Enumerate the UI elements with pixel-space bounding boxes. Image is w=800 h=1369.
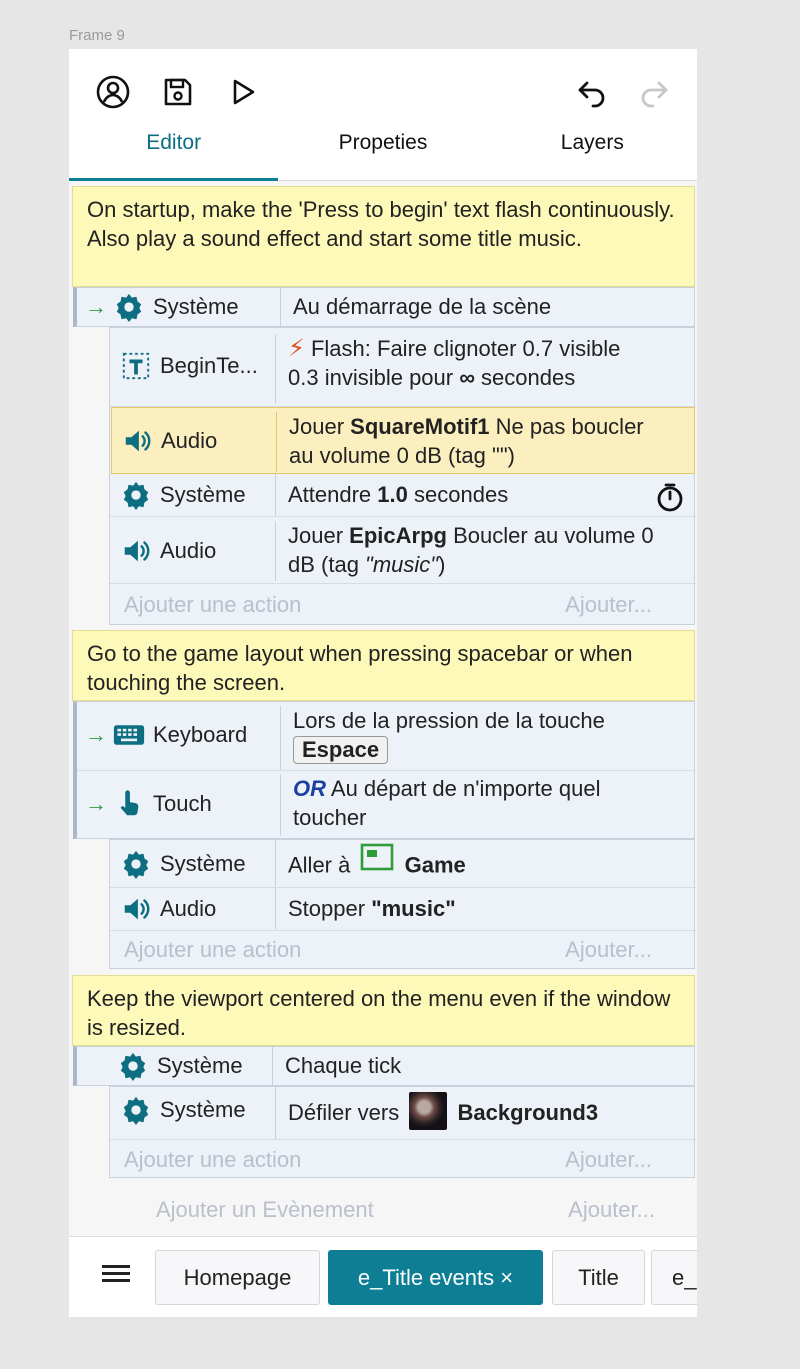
condition-object: Système — [153, 294, 239, 319]
action-object: Système — [160, 851, 246, 876]
action-row[interactable]: Système Attendre 1.0 secondes — [110, 474, 696, 517]
condition-arrow-icon: → — [85, 791, 107, 816]
tab-properties[interactable]: Propeties — [338, 131, 428, 154]
condition-block[interactable]: Système Chaque tick — [73, 1046, 695, 1086]
scene-icon — [360, 840, 394, 887]
add-action-row[interactable]: Ajouter une action Ajouter... — [110, 932, 696, 968]
action-row-selected[interactable]: Audio Jouer SquareMotif1 Ne pas boucler … — [111, 407, 695, 474]
speaker-icon — [121, 425, 153, 457]
action-object: Audio — [161, 428, 218, 453]
action-description: Défiler vers Background3 — [275, 1087, 598, 1139]
condition-object: Touch — [153, 791, 212, 816]
keyboard-icon — [113, 719, 145, 751]
main-tabs: Editor Propeties Layers — [69, 131, 697, 181]
action-block: Système Défiler vers Background3 Ajouter… — [109, 1086, 696, 1178]
bottom-tab-bar: Homepage e_Title events × Title e_ — [69, 1236, 697, 1317]
frame-label: Frame 9 — [69, 27, 125, 44]
condition-block[interactable]: → Système Au démarrage de la scène — [73, 287, 695, 327]
action-description: Attendre 1.0 secondes — [275, 474, 695, 516]
action-row[interactable]: BeginTe... ⚡ Flash: Faire clignoter 0.7 … — [110, 328, 696, 407]
action-object: Audio — [160, 538, 217, 563]
add-action-button[interactable]: Ajouter une action — [124, 1147, 302, 1172]
action-description: ⚡ Flash: Faire clignoter 0.7 visible 0.3… — [275, 334, 620, 404]
bottom-tab-title-events[interactable]: e_Title events × — [328, 1250, 543, 1305]
gear-icon — [120, 479, 152, 511]
gear-icon — [120, 848, 152, 880]
event-comment[interactable]: Keep the viewport centered on the menu e… — [72, 975, 695, 1046]
action-block: Système Aller à Game Audio Stopper "musi… — [109, 839, 696, 969]
action-row[interactable]: Système Aller à Game — [110, 840, 696, 888]
add-more-button[interactable]: Ajouter... — [565, 937, 652, 962]
action-row[interactable]: Système Défiler vers Background3 — [110, 1087, 696, 1140]
condition-arrow-icon: → — [85, 294, 107, 319]
action-description: Jouer EpicArpg Boucler au volume 0 dB (t… — [275, 521, 654, 581]
action-description: Stopper "music" — [275, 888, 456, 930]
save-icon[interactable] — [161, 75, 195, 109]
speaker-icon — [120, 893, 152, 925]
bottom-tab-homepage[interactable]: Homepage — [155, 1250, 320, 1305]
action-object: Système — [160, 482, 246, 507]
gear-icon — [113, 291, 145, 323]
hamburger-menu-icon[interactable] — [102, 1261, 130, 1289]
timer-icon — [655, 482, 685, 526]
speaker-icon — [120, 535, 152, 567]
add-action-button[interactable]: Ajouter une action — [124, 592, 302, 617]
top-toolbar — [69, 49, 697, 133]
or-label: OR — [293, 776, 326, 801]
condition-description: OR Au départ de n'importe quel toucher — [280, 774, 601, 836]
background-object-thumbnail — [409, 1092, 448, 1131]
condition-object: Keyboard — [153, 722, 248, 747]
tab-editor[interactable]: Editor — [69, 132, 279, 181]
bottom-tab-partial[interactable]: e_ — [651, 1250, 697, 1305]
profile-icon[interactable] — [96, 75, 130, 109]
close-icon[interactable]: × — [500, 1265, 514, 1290]
add-action-row[interactable]: Ajouter une action Ajouter... — [110, 586, 696, 624]
infinity-icon: ∞ — [459, 365, 475, 390]
event-comment[interactable]: Go to the game layout when pressing spac… — [72, 630, 695, 701]
touch-icon — [113, 788, 145, 820]
add-more-button[interactable]: Ajouter... — [565, 592, 652, 617]
action-row[interactable]: Audio Jouer EpicArpg Boucler au volume 0… — [110, 517, 696, 584]
condition-arrow-icon: → — [85, 722, 107, 747]
app-frame: Editor Propeties Layers On startup, make… — [69, 49, 697, 1317]
condition-description: Chaque tick — [272, 1047, 401, 1085]
bottom-tab-title[interactable]: Title — [552, 1250, 645, 1305]
add-event-button[interactable]: Ajouter un Evènement — [156, 1197, 374, 1222]
action-object: Système — [160, 1097, 246, 1122]
tab-layers[interactable]: Layers — [560, 131, 624, 154]
add-more-button[interactable]: Ajouter... — [565, 1147, 652, 1172]
action-object: Audio — [160, 896, 217, 921]
add-action-row[interactable]: Ajouter une action Ajouter... — [110, 1142, 696, 1178]
action-block: BeginTe... ⚡ Flash: Faire clignoter 0.7 … — [109, 327, 696, 625]
add-event-more-button[interactable]: Ajouter... — [568, 1197, 655, 1222]
redo-icon[interactable] — [637, 75, 671, 109]
key-badge: Espace — [293, 736, 389, 764]
flash-icon: ⚡ — [288, 335, 305, 362]
gear-icon — [117, 1050, 149, 1082]
condition-description: Au démarrage de la scène — [280, 288, 551, 326]
event-comment[interactable]: On startup, make the 'Press to begin' te… — [72, 186, 695, 287]
action-description: Jouer SquareMotif1 Ne pas boucler au vol… — [276, 412, 644, 472]
gear-icon — [120, 1094, 152, 1126]
add-action-button[interactable]: Ajouter une action — [124, 937, 302, 962]
condition-description: Lors de la pression de la touche Espace — [280, 706, 605, 770]
play-icon[interactable] — [226, 75, 260, 109]
text-object-icon — [120, 350, 152, 382]
condition-block[interactable]: → Keyboard Lors de la pression de la tou… — [73, 701, 695, 839]
undo-icon[interactable] — [575, 75, 609, 109]
action-object: BeginTe... — [160, 353, 258, 378]
action-description: Aller à Game — [275, 840, 466, 887]
condition-object: Système — [157, 1053, 243, 1078]
action-row[interactable]: Audio Stopper "music" — [110, 888, 696, 931]
